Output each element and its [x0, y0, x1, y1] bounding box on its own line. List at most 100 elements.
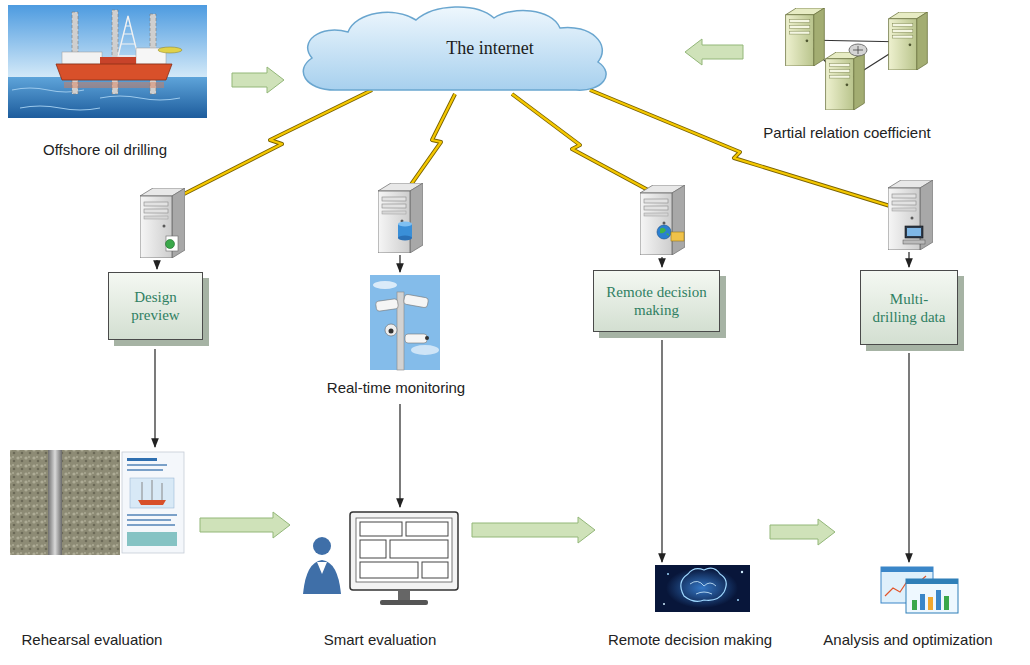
- analysis-picture: [912, 600, 917, 610]
- picture-caption: Rehearsal evaluation: [22, 631, 163, 649]
- lightning-links: [410, 94, 455, 186]
- rehearsal-picture: [130, 478, 174, 508]
- rehearsal-picture: [127, 514, 177, 516]
- site-servers: [398, 236, 412, 241]
- evaluation-workstation: [398, 590, 410, 600]
- rehearsal-picture: [127, 519, 171, 521]
- camera-pole-picture: [389, 329, 394, 334]
- brain-picture: [667, 573, 669, 575]
- camera-pole-picture: [405, 334, 427, 343]
- evaluation-workstation: [317, 562, 327, 574]
- site-servers: [661, 257, 662, 267]
- rehearsal-picture: [138, 500, 166, 505]
- evaluation-workstation: [350, 512, 458, 590]
- analysis-picture: [920, 594, 925, 610]
- lightning-links: [590, 90, 890, 206]
- rehearsal-picture: [127, 458, 157, 461]
- flow-arrow: [472, 517, 595, 543]
- picture-caption: Smart evaluation: [324, 631, 437, 649]
- cloud-outline: [303, 7, 606, 90]
- picture-node: Smart evaluation: [300, 510, 460, 610]
- camera-pole-picture: [370, 275, 440, 370]
- site-servers: [903, 240, 925, 244]
- lightning-links: [180, 90, 372, 196]
- picture-caption: Partial relation coefficient: [763, 124, 930, 142]
- brain-picture: [655, 565, 750, 612]
- rehearsal-picture: [10, 450, 120, 555]
- site-servers: [166, 240, 175, 249]
- server-cluster: [826, 52, 865, 110]
- camera-pole-picture: [375, 299, 398, 312]
- cloud-label: The internet: [446, 37, 533, 59]
- picture-node: Rehearsal evaluation: [10, 450, 185, 555]
- evaluation-workstation: [360, 522, 402, 536]
- site-servers: [166, 236, 178, 251]
- link-arrow: [399, 404, 400, 507]
- camera-pole-picture: [425, 336, 429, 340]
- site-servers: [908, 252, 909, 267]
- flow-arrow: [232, 67, 284, 93]
- evaluation-workstation: [422, 562, 448, 578]
- camera-pole-picture: [370, 275, 440, 370]
- site-servers: [140, 180, 933, 272]
- site-servers: [657, 225, 671, 239]
- camera-pole-picture: [403, 294, 428, 308]
- lightning-links: [512, 94, 648, 190]
- process-box: Multi-drilling data: [860, 270, 958, 345]
- site-servers: [140, 188, 185, 258]
- network-cloud: The internet: [290, 2, 620, 94]
- flow-arrow: [685, 39, 743, 65]
- drilling-photo: [56, 64, 172, 80]
- drilling-photo: [158, 47, 182, 53]
- camera-pole-picture: [385, 324, 397, 336]
- brain-picture: [663, 603, 665, 605]
- drilling-photo: [62, 52, 102, 64]
- evaluation-workstation: [303, 512, 458, 605]
- site-servers: [640, 185, 685, 255]
- evaluation-workstation: [390, 540, 448, 558]
- picture-node: Analysis and optimization: [880, 565, 960, 615]
- drilling-photo: [100, 57, 136, 64]
- evaluation-workstation: [380, 600, 428, 605]
- server-cluster: [853, 46, 863, 54]
- picture-caption: Remote decision making: [608, 631, 772, 649]
- connectors: [155, 39, 909, 562]
- picture-caption: Offshore oil drilling: [43, 141, 167, 159]
- link-arrow: [661, 340, 662, 562]
- flow-arrow: [200, 512, 290, 538]
- brain-picture: [681, 568, 726, 601]
- evaluation-workstation: [360, 562, 418, 578]
- brain-picture: [741, 571, 743, 573]
- flow-arrow: [770, 519, 835, 545]
- analysis-picture: [881, 567, 958, 613]
- site-servers: [378, 183, 423, 253]
- rehearsal-picture: [10, 450, 184, 555]
- process-box: Design preview: [108, 272, 203, 340]
- site-servers: [907, 228, 921, 236]
- analysis-picture: [944, 596, 949, 610]
- evaluation-workstation: [356, 518, 452, 582]
- server-cluster: [786, 8, 825, 66]
- analysis-picture: [936, 590, 941, 610]
- lightning-links: [180, 90, 372, 196]
- picture-node: Remote decision making: [655, 565, 750, 612]
- server-cluster: [889, 12, 928, 70]
- rehearsal-picture: [142, 480, 162, 500]
- analysis-picture: [906, 579, 958, 613]
- analysis-picture: [881, 567, 933, 572]
- picture-caption: Real-time monitoring: [327, 379, 465, 397]
- evaluation-workstation: [313, 537, 331, 555]
- rehearsal-picture: [127, 532, 177, 546]
- drilling-photo: [121, 26, 135, 44]
- picture-node: Partial relation coefficient: [765, 5, 935, 113]
- rehearsal-picture: [127, 524, 175, 526]
- analysis-picture: [906, 579, 958, 584]
- box-label: Design preview: [116, 288, 195, 324]
- analysis-picture: [928, 597, 933, 610]
- drilling-photo: [118, 16, 138, 56]
- evaluation-workstation: [406, 522, 448, 536]
- server-cluster: [849, 44, 867, 56]
- site-servers: [888, 180, 933, 250]
- lightning-links: [590, 90, 890, 206]
- evaluation-workstation: [360, 540, 386, 558]
